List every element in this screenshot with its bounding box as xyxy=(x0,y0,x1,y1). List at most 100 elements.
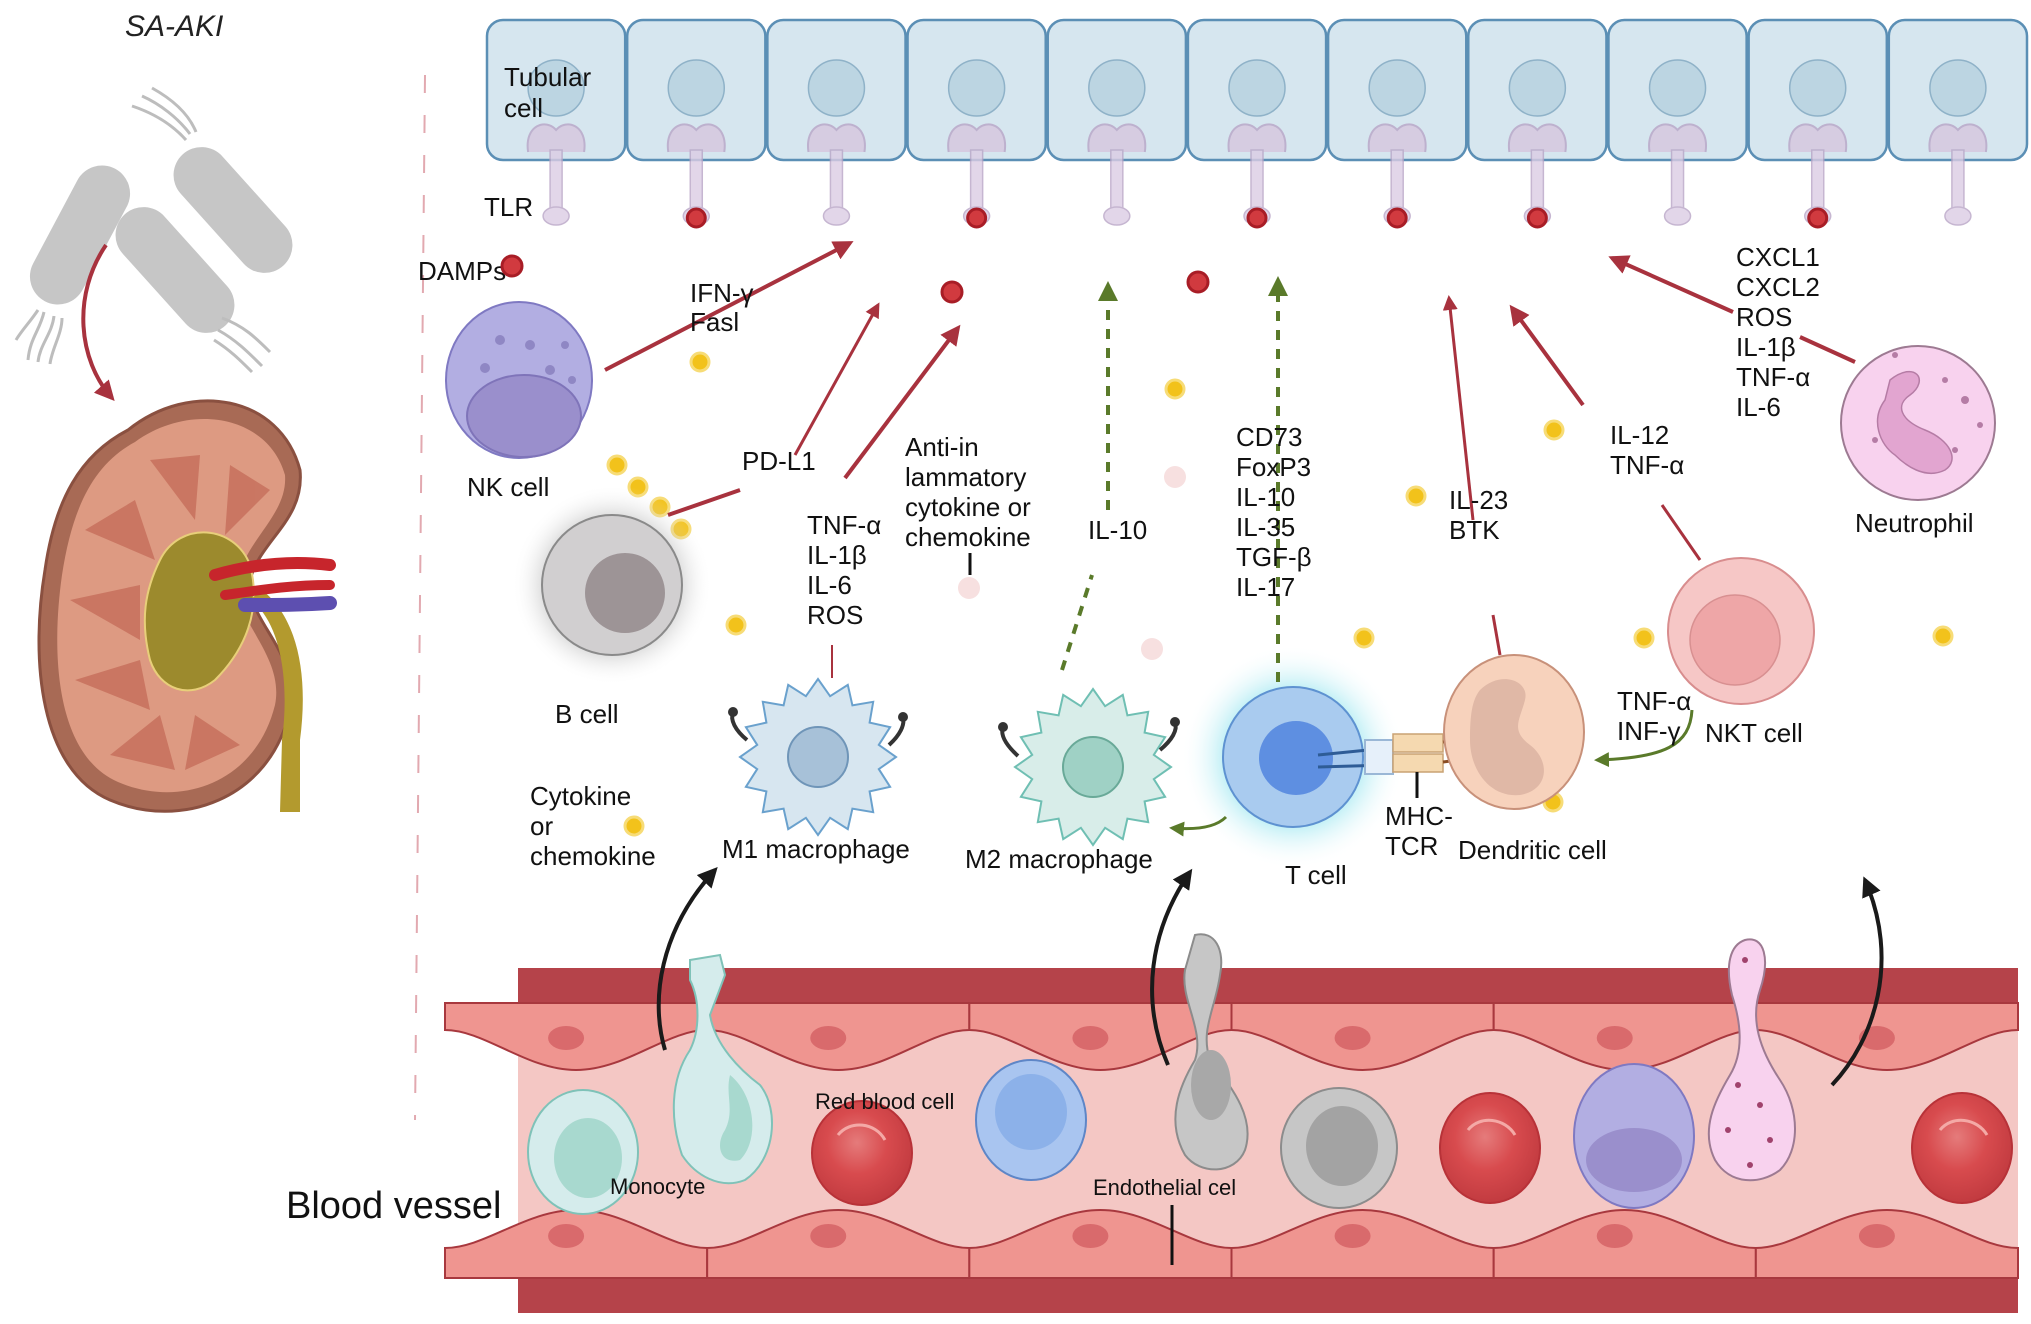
b-cell-label: B cell xyxy=(555,699,619,729)
dendritic-cell-label: Dendritic cell xyxy=(1458,835,1607,865)
neutrophil-mediator: ROS xyxy=(1736,302,1792,332)
bound-damp xyxy=(1807,207,1829,229)
damp-particle xyxy=(1186,270,1210,294)
m1-mediator: TNF-α xyxy=(807,510,881,540)
cytokine-dot xyxy=(1164,378,1186,400)
endothelial-cell-label: Endothelial cel xyxy=(1093,1175,1236,1200)
m1-macrophage-label: M1 macrophage xyxy=(722,834,910,864)
endothelial-nucleus xyxy=(810,1224,847,1248)
tubular-cell-nucleus xyxy=(1088,59,1146,117)
b-cell-mediator: PD-L1 xyxy=(742,446,816,476)
endothelial-nucleus xyxy=(1072,1026,1109,1050)
endothelial-nucleus xyxy=(1072,1224,1109,1248)
tlr-label: TLR xyxy=(484,192,533,222)
dendritic-effect-arrow xyxy=(1491,614,1502,656)
m1-macrophage xyxy=(728,677,908,837)
mhc-tcr-label: TCR xyxy=(1385,831,1438,861)
neutrophil-mediator: CXCL2 xyxy=(1736,272,1820,302)
nkt-cell xyxy=(1667,557,1815,705)
neutrophil-effect-arrow xyxy=(1799,335,1856,364)
recruitment-arrow xyxy=(1830,876,1884,1087)
endothelial-nucleus xyxy=(1334,1026,1371,1050)
dendritic-cell xyxy=(1443,654,1585,810)
blood-vessel-label: Blood vessel xyxy=(286,1185,501,1227)
cytokine-dot xyxy=(1932,625,1954,647)
b-cell-effect-arrow xyxy=(793,302,880,456)
red-blood-cell xyxy=(1439,1092,1541,1204)
damp-particle xyxy=(940,280,964,304)
neutrophil-mediator: IL-1β xyxy=(1736,332,1796,362)
cytokine-legend-label: chemokine xyxy=(530,841,656,871)
bound-damp xyxy=(1386,207,1408,229)
transmigrating-neutrophil xyxy=(1707,938,1796,1182)
neutrophil-mediator: IL-6 xyxy=(1736,392,1781,422)
nkt-to-dendritic-mediator: TNF-α xyxy=(1617,686,1691,716)
nk-mediator: Fasl xyxy=(690,307,739,337)
m1-mediator: IL-6 xyxy=(807,570,852,600)
dendritic-effect-arrow xyxy=(1442,295,1475,521)
damp-particle xyxy=(500,254,524,278)
red-blood-cell xyxy=(811,1100,913,1206)
tlr-receptor xyxy=(1928,123,1988,226)
red-blood-cell xyxy=(1911,1092,2013,1204)
m2-macrophage-label: M2 macrophage xyxy=(965,844,1153,874)
anti-inflammatory-label: Anti-in xyxy=(905,432,979,462)
neutrophil-mediator: CXCL1 xyxy=(1736,242,1820,272)
t-cell-mediator: FoxP3 xyxy=(1236,452,1311,482)
tubular-cell-label-line1: Tubular xyxy=(504,62,592,92)
t-cell-mediator: IL-10 xyxy=(1236,482,1295,512)
cytokine-dot xyxy=(1543,419,1565,441)
lymphocyte xyxy=(975,1059,1087,1181)
cytokine-dot xyxy=(689,351,711,373)
cytokine-dot xyxy=(1633,627,1655,649)
anti-inflammatory-dots xyxy=(958,466,1186,660)
endothelial-nucleus xyxy=(1858,1224,1895,1248)
tlr-receptor xyxy=(526,123,586,226)
bound-damp xyxy=(685,207,707,229)
b-cell xyxy=(512,485,712,685)
tubular-cell-label-line2: cell xyxy=(504,93,543,123)
cytokine-dot xyxy=(1353,627,1375,649)
m1-mediator: ROS xyxy=(807,600,863,630)
tubular-cell-nucleus xyxy=(1508,59,1567,117)
monocyte-grey xyxy=(1280,1087,1398,1209)
neutrophil-effect-arrow xyxy=(1608,255,1734,314)
endothelial-nucleus xyxy=(1596,1026,1633,1050)
nk-cell-in-vessel xyxy=(1573,1063,1695,1209)
bacteria-icon xyxy=(14,86,293,374)
endothelial-nucleus xyxy=(810,1026,847,1050)
monocyte xyxy=(527,1089,639,1215)
cytokine-legend-label: or xyxy=(530,811,553,841)
t-cell-mediator: CD73 xyxy=(1236,422,1302,452)
m1-mediator: IL-1β xyxy=(807,540,867,570)
cytokine-dot xyxy=(1405,485,1427,507)
tlr-receptor xyxy=(1087,123,1147,226)
anti-inflammatory-dot xyxy=(1141,638,1163,660)
tubular-cell-nucleus xyxy=(1788,59,1847,117)
tubular-cell-nucleus xyxy=(1368,59,1426,117)
damps-label: DAMPs xyxy=(418,256,506,286)
tubular-epithelium xyxy=(485,18,2029,229)
t-cell xyxy=(1181,645,1405,869)
t-to-m2-arrow xyxy=(1169,815,1228,837)
tubular-cell-nucleus xyxy=(1929,59,1987,117)
red-blood-cell-label: Red blood cell xyxy=(815,1089,954,1114)
nk-effect-arrow xyxy=(604,241,854,372)
bound-damp xyxy=(1246,207,1268,229)
mhc-tcr-label: MHC- xyxy=(1385,801,1453,831)
t-cell-mediator: IL-17 xyxy=(1236,572,1295,602)
tubular-cell-nucleus xyxy=(1648,59,1707,117)
t-cell-mediator: IL-35 xyxy=(1236,512,1295,542)
anti-inflammatory-label: chemokine xyxy=(905,522,1031,552)
bound-damp xyxy=(1526,207,1548,229)
figure-title: SA-AKI xyxy=(125,10,223,43)
b-cell-effect-arrow xyxy=(667,488,741,517)
m1-effect-arrow xyxy=(843,324,961,480)
zoom-divider xyxy=(414,74,426,1121)
cytokine-dot xyxy=(725,614,747,636)
tubular-cell-nucleus xyxy=(527,59,585,117)
dendritic-mediator: IL-23 xyxy=(1449,485,1508,515)
endothelial-nucleus xyxy=(1596,1224,1633,1248)
tubular-cell-nucleus xyxy=(667,59,726,117)
